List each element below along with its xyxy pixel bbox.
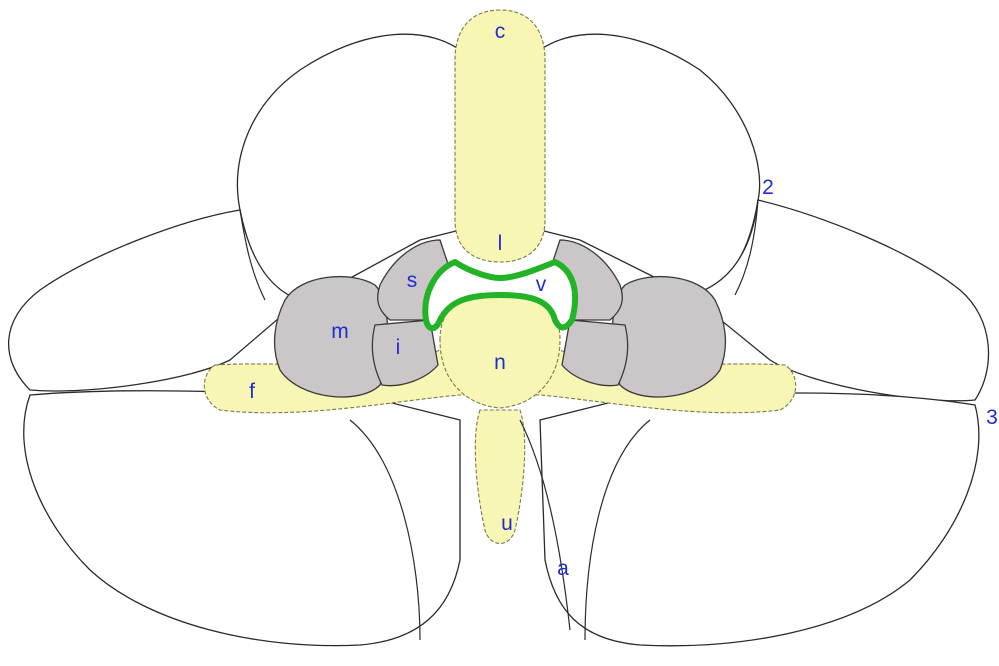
region-m-right bbox=[612, 277, 725, 397]
region-c-column bbox=[455, 10, 545, 262]
label-l: l bbox=[498, 232, 503, 255]
region-u-stem bbox=[475, 410, 524, 544]
label-v: v bbox=[536, 273, 547, 296]
right-lower-lobe bbox=[540, 393, 979, 646]
label-c: c bbox=[495, 20, 506, 43]
label-n: n bbox=[494, 351, 506, 374]
label-m: m bbox=[331, 320, 349, 343]
label-a: a bbox=[557, 557, 569, 580]
label-s: s bbox=[407, 269, 418, 292]
label-3: 3 bbox=[986, 406, 998, 429]
label-u: u bbox=[501, 512, 513, 535]
label-i: i bbox=[396, 336, 401, 359]
left-lower-lobe bbox=[24, 391, 460, 646]
label-2: 2 bbox=[762, 176, 774, 199]
label-f: f bbox=[249, 380, 255, 403]
